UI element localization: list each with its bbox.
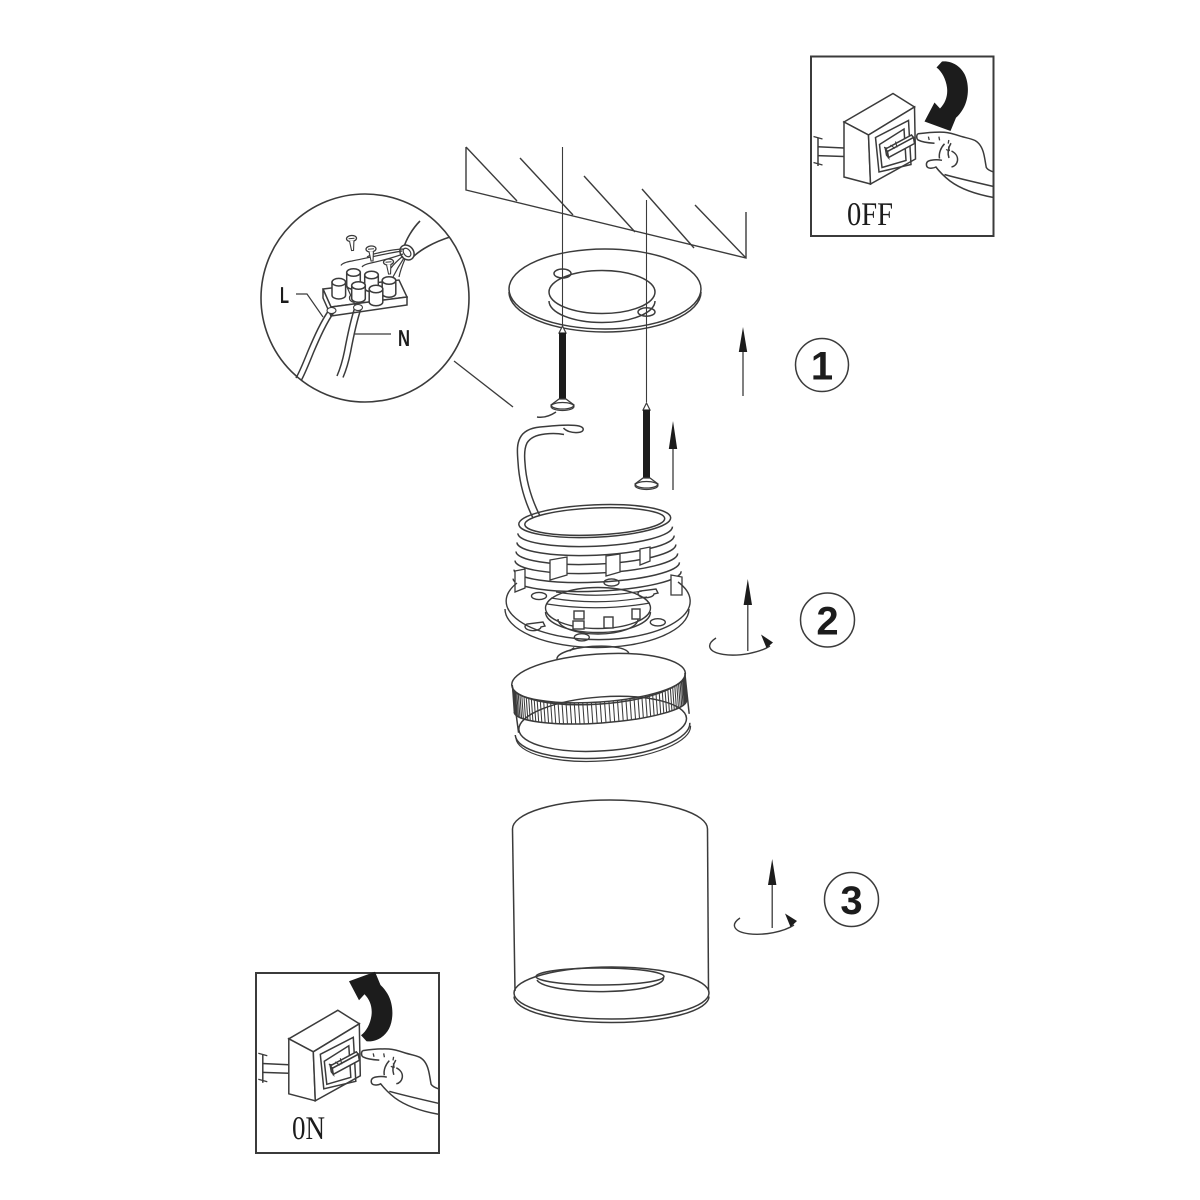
svg-text:L: L bbox=[280, 282, 289, 308]
svg-text:2: 2 bbox=[816, 600, 838, 644]
svg-text:1: 1 bbox=[811, 345, 833, 389]
svg-text:0FF: 0FF bbox=[847, 197, 893, 233]
svg-text:N: N bbox=[398, 325, 410, 351]
svg-text:3: 3 bbox=[840, 879, 862, 923]
svg-text:0N: 0N bbox=[292, 1111, 325, 1147]
